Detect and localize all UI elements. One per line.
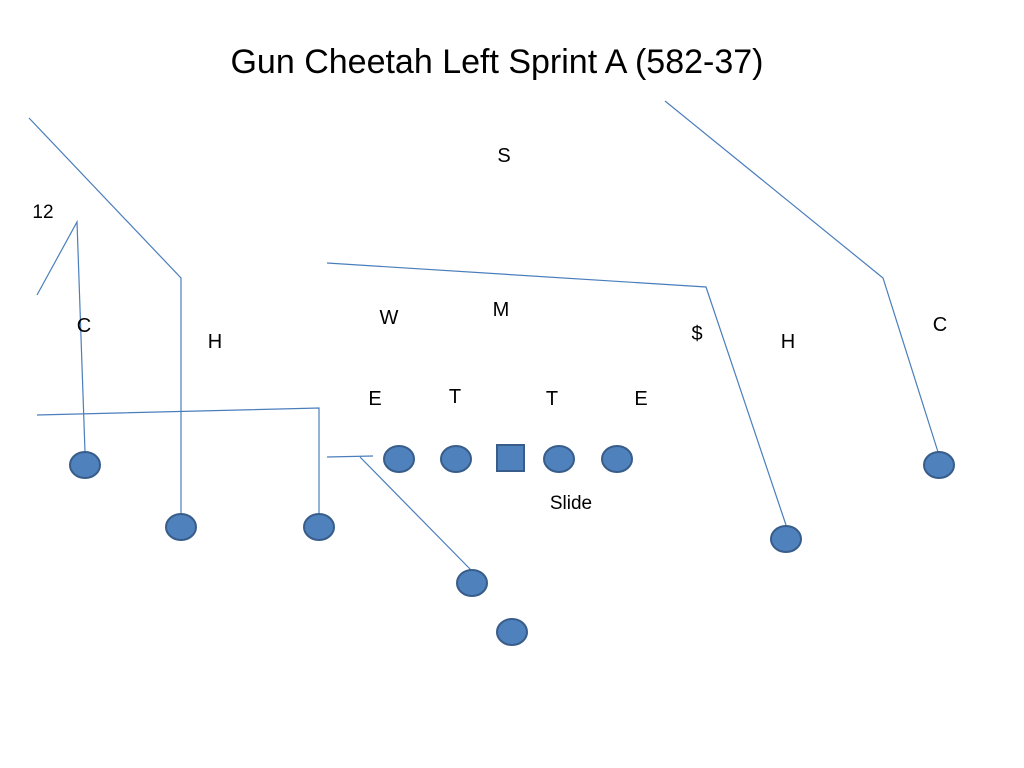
player-quarterback — [496, 618, 528, 646]
player-far-right-receiver — [923, 451, 955, 479]
player-right-tackle — [601, 445, 633, 473]
label-tackle-right: T — [546, 388, 558, 410]
label-end-right: E — [634, 388, 647, 410]
player-tight-left-receiver — [303, 513, 335, 541]
label-hook-right: H — [781, 331, 795, 353]
player-running-back — [456, 569, 488, 597]
label-hook-left: H — [208, 331, 222, 353]
label-corner-right: C — [933, 314, 947, 336]
label-tackle-left: T — [449, 386, 461, 408]
route-far-right-receiver — [664, 100, 939, 453]
route-tackle-stub — [326, 455, 374, 458]
player-left-tackle — [383, 445, 415, 473]
player-left-guard — [440, 445, 472, 473]
route-running-back — [359, 456, 472, 571]
route-number-label: 12 — [32, 202, 53, 223]
label-corner-left: C — [77, 315, 91, 337]
player-slot-left-receiver — [165, 513, 197, 541]
protection-label: Slide — [550, 493, 592, 514]
label-mike: M — [493, 299, 510, 321]
player-right-guard — [543, 445, 575, 473]
player-right-slot-receiver — [770, 525, 802, 553]
route-tight-left-receiver — [36, 407, 320, 513]
label-end-left: E — [368, 388, 381, 410]
label-money: $ — [691, 323, 702, 345]
player-center — [496, 444, 525, 472]
route-right-slot-receiver — [326, 262, 787, 526]
play-title: Gun Cheetah Left Sprint A (582-37) — [230, 43, 764, 81]
player-far-left-receiver — [69, 451, 101, 479]
route-slot-left-receiver — [28, 117, 182, 513]
label-will: W — [380, 307, 399, 329]
route-far-left-receiver — [36, 219, 86, 453]
label-safety: S — [497, 145, 510, 167]
